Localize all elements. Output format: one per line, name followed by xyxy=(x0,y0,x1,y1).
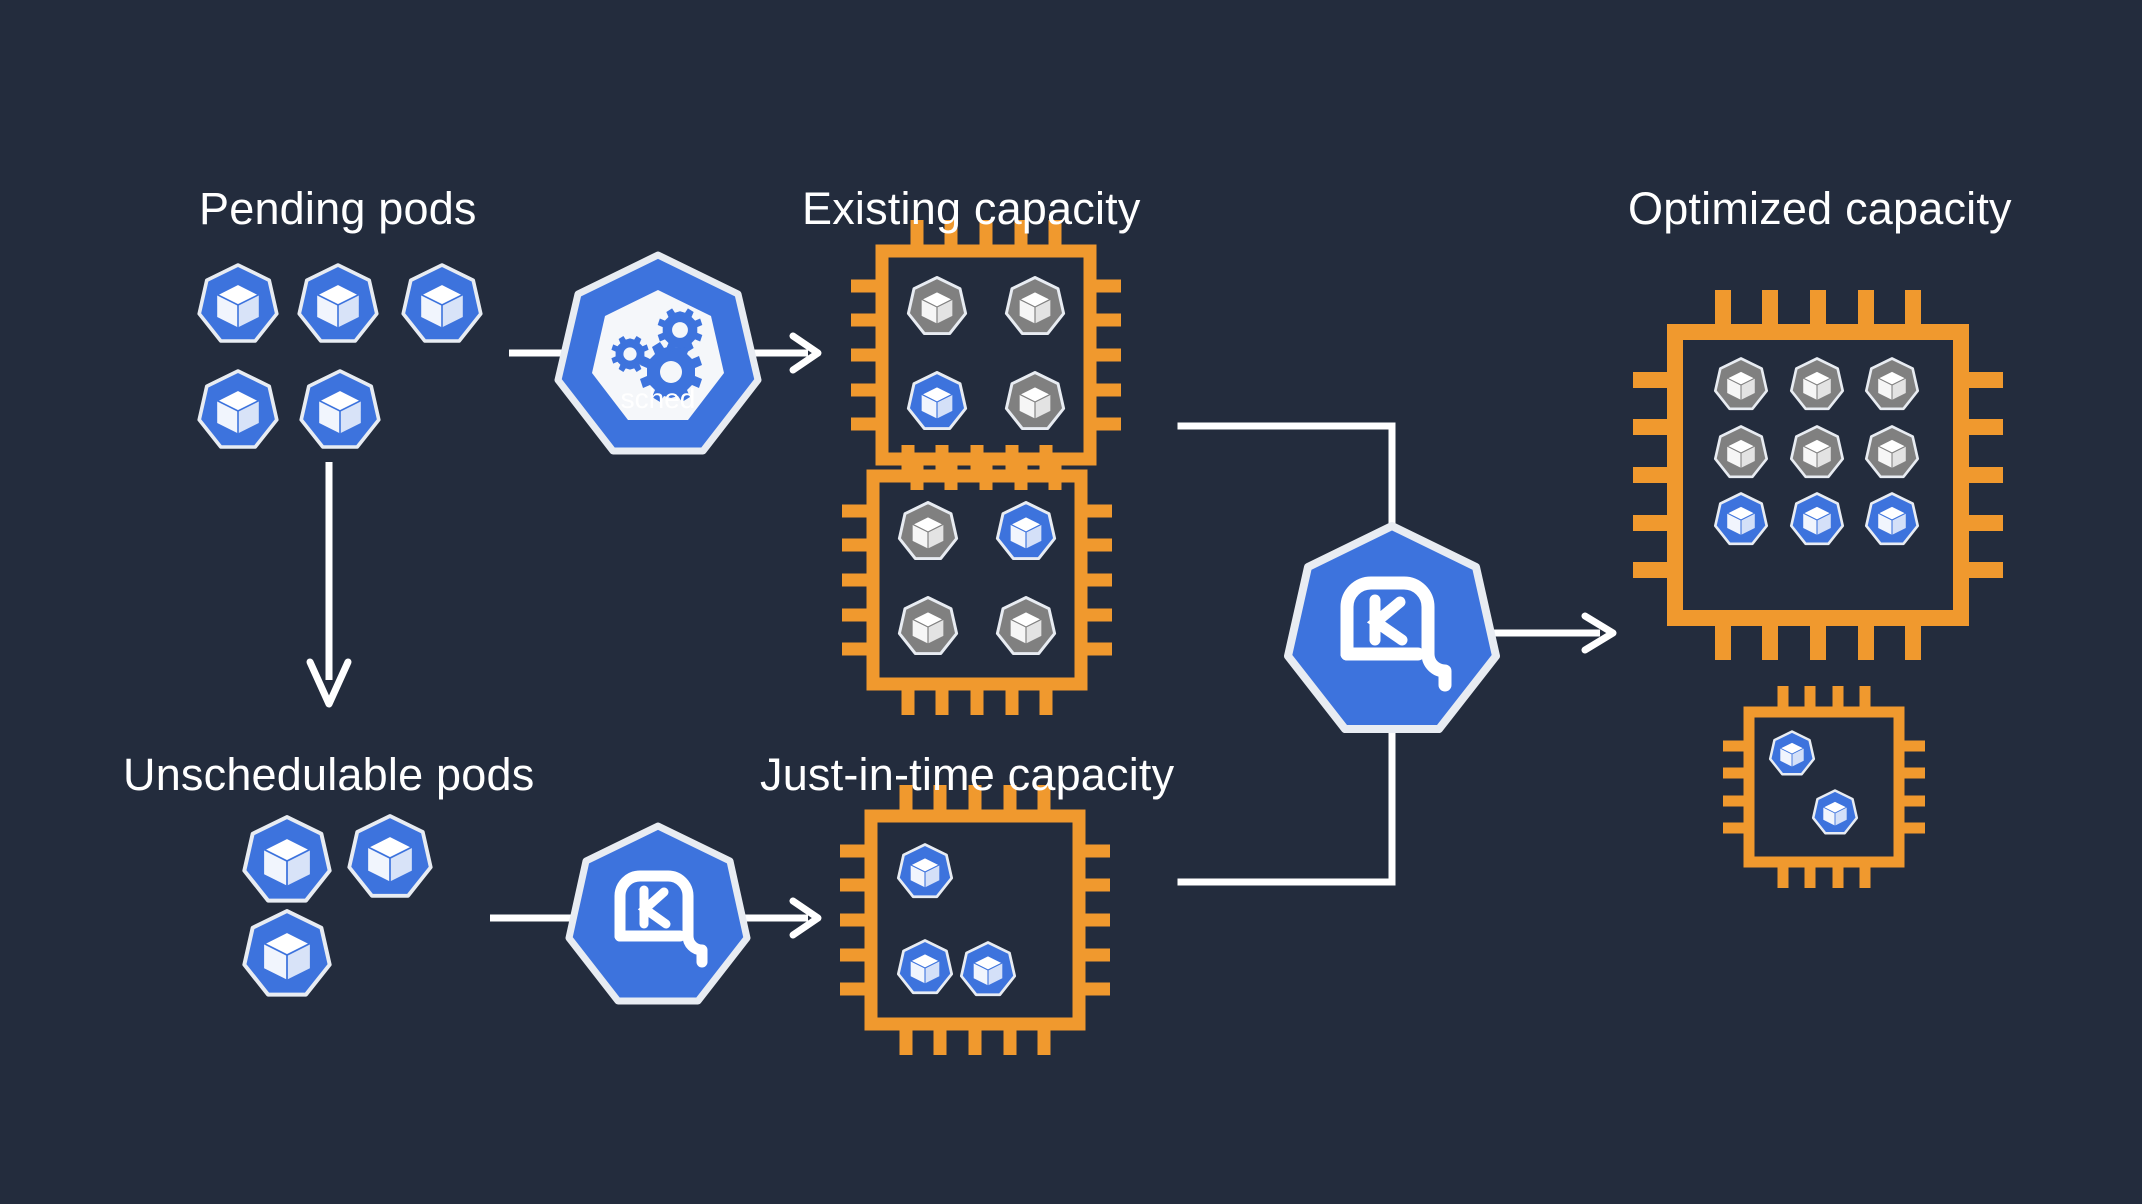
pending-pods-group xyxy=(197,263,483,449)
cube-icon xyxy=(262,931,312,980)
karpenter-provisioner-node[interactable] xyxy=(565,822,751,1005)
cube-icon xyxy=(262,837,312,886)
pod-icon xyxy=(1004,276,1066,336)
pod-icon xyxy=(1768,730,1816,776)
connector-jit-to-consolidator xyxy=(1177,723,1396,886)
pod-icon xyxy=(906,276,968,336)
pod-icon xyxy=(197,369,279,449)
pod-icon xyxy=(1713,357,1769,411)
pod-icon xyxy=(1789,357,1845,411)
pod-icon xyxy=(1864,425,1920,479)
karpenter-consolidator-node[interactable] xyxy=(1284,522,1500,733)
page-title-jit-capacity: Just-in-time capacity xyxy=(760,749,1175,800)
scheduler-caption: sched xyxy=(620,383,696,414)
pod-icon xyxy=(1713,425,1769,479)
cube-icon xyxy=(215,389,261,434)
karpenter-k-icon xyxy=(1340,576,1452,692)
pod-icon xyxy=(1789,492,1845,546)
pod-icon xyxy=(896,939,954,995)
unschedulable-pods-group xyxy=(242,814,433,997)
connector-pending-to-unschedulable xyxy=(306,462,352,708)
page-title-optimized-capacity: Optimized capacity xyxy=(1628,183,2012,234)
pod-icon xyxy=(897,501,959,561)
pod-icon xyxy=(1004,371,1066,431)
pod-icon xyxy=(299,369,381,449)
cpu-chip-icon xyxy=(1723,686,1925,888)
cube-icon xyxy=(215,283,261,328)
pod-icon xyxy=(897,596,959,656)
cube-icon xyxy=(315,283,361,328)
connector-consolidator-to-optimized xyxy=(1486,612,1617,654)
pod-icon xyxy=(401,263,483,343)
pod-icon xyxy=(959,941,1017,997)
karpenter-k-icon xyxy=(614,870,708,968)
page-title-pending-pods: Pending pods xyxy=(199,183,477,234)
pod-icon xyxy=(242,815,332,903)
cpu-chip-icon xyxy=(840,785,1110,1055)
kube-scheduler-node[interactable] xyxy=(554,251,762,455)
connector-karpenter-to-jit xyxy=(735,897,822,939)
pod-icon xyxy=(1811,789,1859,835)
pod-icon xyxy=(1864,492,1920,546)
pod-icon xyxy=(896,843,954,899)
pod-icon xyxy=(1789,425,1845,479)
pod-icon xyxy=(1864,357,1920,411)
pod-icon xyxy=(906,371,968,431)
page-title-existing-capacity: Existing capacity xyxy=(802,183,1141,234)
cpu-chip-icon xyxy=(1633,290,2003,660)
cube-icon xyxy=(366,835,414,882)
pod-icon xyxy=(197,263,279,343)
cpu-chip-icon xyxy=(851,220,1121,490)
cpu-chip-icon xyxy=(842,445,1112,715)
page-title-unschedulable-pods: Unschedulable pods xyxy=(123,749,535,800)
gears-icon xyxy=(611,308,703,402)
pod-icon xyxy=(1713,492,1769,546)
pod-icon xyxy=(347,814,433,898)
pod-icon xyxy=(995,596,1057,656)
pod-icon xyxy=(995,501,1057,561)
cube-icon xyxy=(419,283,465,328)
pod-icon xyxy=(242,909,332,997)
cube-icon xyxy=(317,389,363,434)
pod-icon xyxy=(297,263,379,343)
